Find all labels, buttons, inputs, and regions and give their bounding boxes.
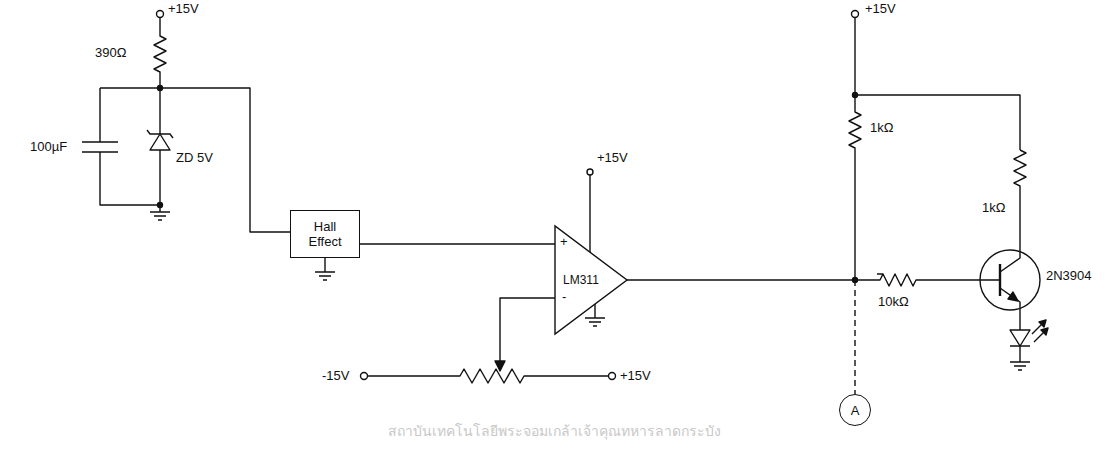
supply-terminal (852, 11, 859, 18)
resistor-value: 10kΩ (878, 294, 909, 309)
resistor-symbol (154, 18, 166, 89)
supply-label: +15V (168, 1, 199, 16)
transistor-symbol (980, 250, 1040, 310)
wire (500, 298, 555, 362)
supply-terminal (361, 373, 368, 380)
node-text: Hall Effect (309, 219, 342, 249)
junction-dot (158, 203, 163, 208)
supply-label: +15V (597, 150, 628, 165)
transistor-name: 2N3904 (1046, 268, 1092, 283)
resistor-symbol (849, 95, 861, 280)
potentiometer-symbol (368, 369, 609, 383)
wire (100, 88, 290, 232)
ammeter-circle: A (839, 394, 871, 426)
capacitor-symbol (82, 88, 160, 205)
pin-label: - (562, 289, 566, 304)
resistor-value: 1kΩ (870, 120, 893, 135)
resistor-value: 1kΩ (982, 200, 1005, 215)
zener-value: ZD 5V (176, 150, 213, 165)
resistor-value: 390Ω (95, 45, 126, 60)
capacitor-value: 100µF (30, 139, 67, 154)
supply-label: -15V (322, 368, 349, 383)
supply-terminal (587, 169, 593, 175)
signal-wire (627, 280, 855, 394)
hall-sensor-box: Hall Effect (290, 210, 360, 258)
node-text: A (851, 403, 860, 418)
wire (589, 175, 590, 252)
ground-symbol (1010, 362, 1030, 370)
light-arrow (1039, 320, 1046, 327)
signal-wire (360, 243, 555, 244)
led-symbol (1010, 330, 1030, 346)
transistor-base (999, 264, 1001, 296)
transistor-emitter (1000, 288, 1020, 330)
junction-dot (853, 93, 858, 98)
supply-terminal (157, 11, 164, 18)
pin-label: + (560, 234, 568, 249)
supply-label: +15V (620, 368, 651, 383)
supply-terminal (609, 373, 616, 380)
resistor-symbol (855, 274, 1000, 286)
light-arrow (1041, 328, 1048, 335)
zener-diode-symbol (147, 88, 173, 205)
ground-symbol (315, 258, 335, 280)
wire (855, 18, 1020, 151)
watermark: สถาบันเทคโนโลยีพระจอมเกล้าเจ้าคุณทหารลาด… (388, 424, 721, 439)
zener-diode-body (150, 134, 170, 150)
node-text: LM311 (563, 273, 599, 288)
supply-label: +15V (865, 1, 896, 16)
junction-dot (158, 86, 163, 91)
led-symbol (1010, 322, 1046, 362)
emitter-arrow (1008, 292, 1018, 301)
